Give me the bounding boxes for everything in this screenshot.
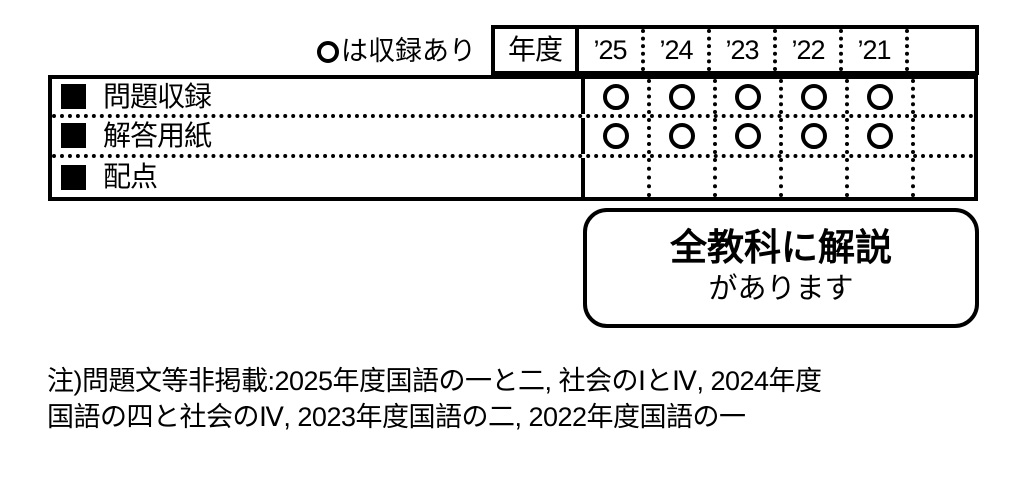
- cell-2-4: [849, 157, 915, 197]
- cell-2-3: [783, 157, 849, 197]
- cell-2-0: [585, 157, 651, 197]
- row-label-cell-2: 配点: [52, 158, 581, 197]
- row-cells-1: [581, 118, 981, 154]
- cell-1-3: [783, 118, 849, 154]
- row-label-cell-1: 解答用紙: [52, 118, 581, 153]
- circle-outline-icon: [603, 122, 629, 149]
- row-label-1: 解答用紙: [103, 119, 212, 151]
- circle-outline-icon: [867, 83, 893, 110]
- circle-outline-icon: [801, 83, 827, 110]
- year-header-cells: ’25 ’24 ’23 ’22 ’21: [579, 25, 979, 75]
- circle-outline-icon: [669, 122, 695, 149]
- table-row: 問題収録: [52, 79, 974, 119]
- circle-outline-icon: [801, 122, 827, 149]
- year-header-label: 年度: [507, 34, 563, 65]
- table-row: 解答用紙: [52, 118, 974, 158]
- cell-1-0: [585, 118, 651, 154]
- year-label-0: ’25: [593, 34, 627, 65]
- year-header-cell-4: ’21: [843, 29, 909, 71]
- circle-outline-icon: [669, 83, 695, 110]
- row-cells-0: [581, 79, 981, 115]
- commentary-callout: 全教科に解説 があります: [583, 208, 979, 328]
- cell-0-0: [585, 79, 651, 115]
- table-row: 配点: [52, 157, 974, 197]
- contents-table: 問題収録 解答用紙 配点: [48, 75, 978, 201]
- cell-0-4: [849, 79, 915, 115]
- callout-line-2: があります: [708, 273, 854, 306]
- year-header-cell-2: ’23: [711, 29, 777, 71]
- cell-2-2: [717, 157, 783, 197]
- year-header-cell-blank: [909, 29, 975, 71]
- cell-0-3: [783, 79, 849, 115]
- cell-2-blank: [915, 158, 981, 197]
- circle-outline-icon: [867, 122, 893, 149]
- filled-square-icon: [61, 123, 86, 149]
- cell-1-4: [849, 118, 915, 154]
- cell-2-1: [651, 157, 717, 197]
- filled-square-icon: [61, 84, 86, 110]
- circle-outline-icon: [735, 83, 761, 110]
- cell-0-blank: [915, 79, 981, 114]
- row-label-2: 配点: [103, 161, 158, 193]
- cell-0-2: [717, 79, 783, 115]
- cell-1-blank: [915, 118, 981, 153]
- year-header-cell-1: ’24: [645, 29, 711, 71]
- footnote-line-1: 注)問題文等非掲載:2025年度国語の一と二, 社会のⅠとⅣ, 2024年度: [47, 366, 822, 396]
- cell-1-2: [717, 118, 783, 154]
- filled-square-icon: [61, 164, 86, 190]
- year-header-row: 年度 ’25 ’24 ’23 ’22 ’21: [491, 25, 979, 75]
- row-label-0: 問題収録: [103, 80, 212, 112]
- legend-note: は収録あり: [176, 32, 476, 70]
- row-cells-2: [581, 157, 981, 197]
- year-label-2: ’23: [725, 34, 759, 65]
- footnote-line-2: 国語の四と社会のⅣ, 2023年度国語の二, 2022年度国語の一: [47, 402, 746, 432]
- year-header-label-cell: 年度: [491, 25, 579, 75]
- year-label-1: ’24: [659, 34, 693, 65]
- cell-0-1: [651, 79, 717, 115]
- row-label-cell-0: 問題収録: [52, 79, 581, 114]
- callout-line-1: 全教科に解説: [670, 227, 892, 269]
- circle-outline-icon: [735, 122, 761, 149]
- footnote: 注)問題文等非掲載:2025年度国語の一と二, 社会のⅠとⅣ, 2024年度 国…: [47, 364, 987, 436]
- year-header-cell-0: ’25: [579, 29, 645, 71]
- year-label-3: ’22: [791, 34, 825, 65]
- circle-outline-icon: [603, 83, 629, 110]
- year-label-4: ’21: [857, 34, 891, 65]
- cell-1-1: [651, 118, 717, 154]
- legend-note-text: は収録あり: [341, 35, 476, 66]
- year-header-cell-3: ’22: [777, 29, 843, 71]
- circle-outline-icon: [317, 41, 339, 63]
